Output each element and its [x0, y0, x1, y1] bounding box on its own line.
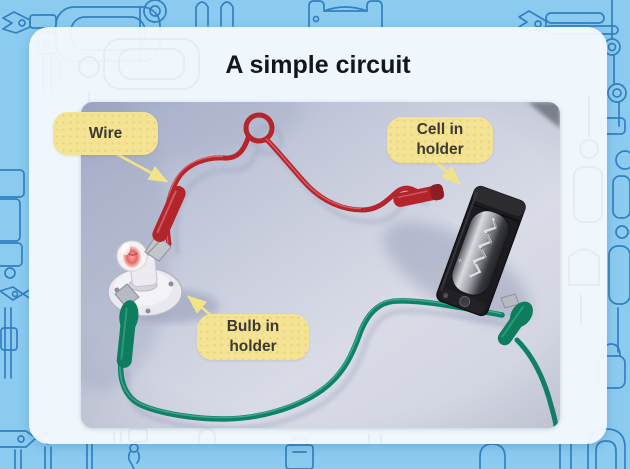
ghost-doodles — [78, 38, 603, 444]
wire-label-text: Wire — [88, 124, 123, 142]
robot-doodle-wheel — [143, 0, 167, 23]
page-title: A simple circuit — [225, 51, 411, 79]
cell-label: Cell in holder — [387, 117, 493, 163]
bulb-label-line1: Bulb in — [226, 318, 280, 335]
cell-label-line2: holder — [416, 141, 464, 158]
bulb-label: Bulb in holder — [197, 314, 309, 360]
card-ghost-pattern — [78, 38, 603, 444]
bulb-label-line2: holder — [229, 338, 277, 355]
wire-label: Wire — [53, 112, 158, 155]
robot-doodle-left-edge — [0, 169, 32, 379]
robot-doodle-gantry — [308, 0, 383, 28]
cell-label-line1: Cell in — [416, 121, 464, 138]
robot-doodle-prongs — [195, 1, 234, 27]
